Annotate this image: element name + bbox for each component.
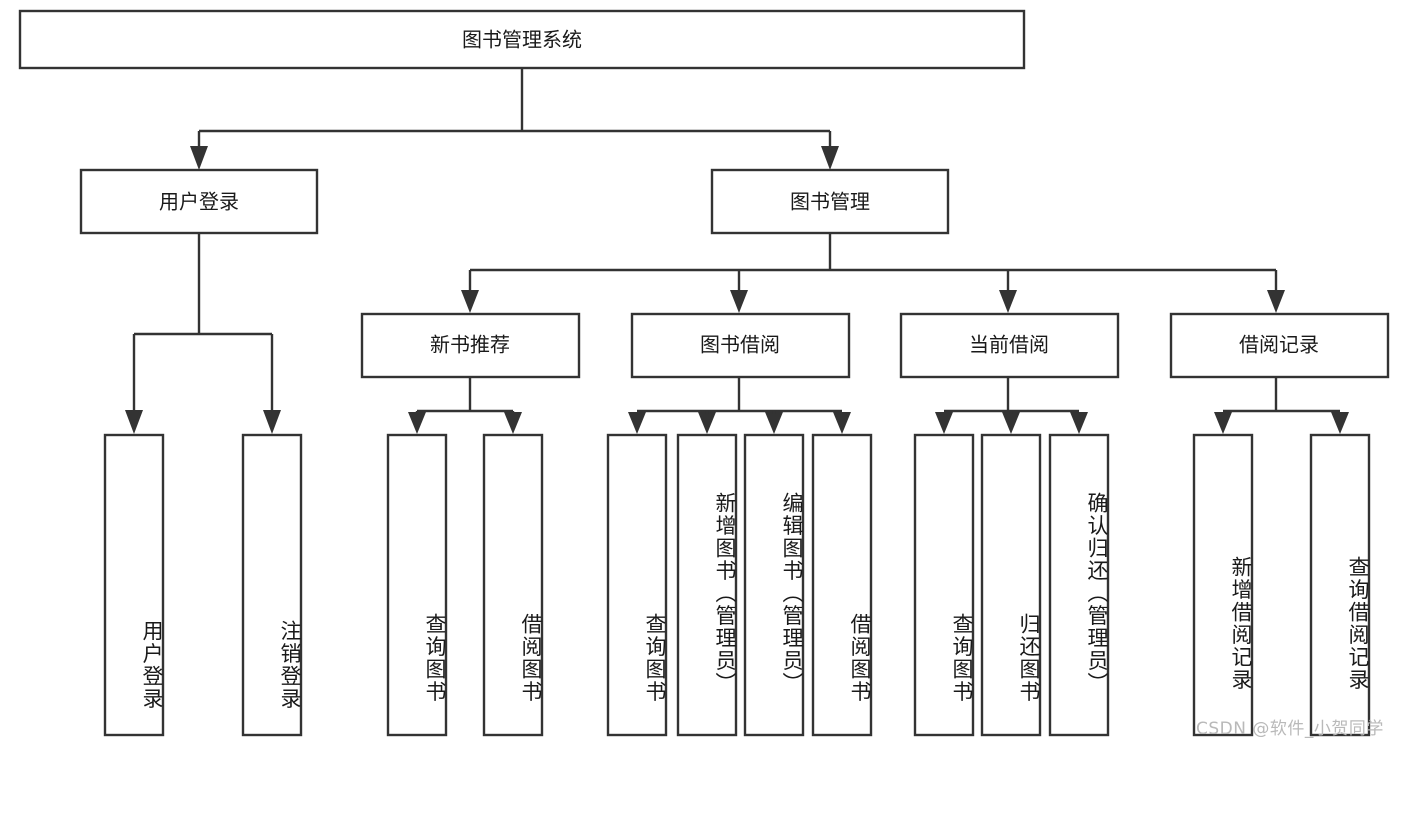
leaf-add-record-box[interactable] bbox=[1192, 433, 1254, 737]
arrow-head-borrow-record bbox=[1267, 290, 1285, 313]
arrow-head-current-borrow bbox=[999, 290, 1017, 313]
leaf-box-group bbox=[103, 433, 1371, 737]
leaf-query-record-box[interactable] bbox=[1309, 433, 1371, 737]
arrow-head-leaf-borrow-book-1 bbox=[504, 412, 522, 434]
leaf-query-book-2-box[interactable] bbox=[606, 433, 668, 737]
node-current-borrow-label: 当前借阅 bbox=[969, 333, 1049, 357]
node-user-login-label: 用户登录 bbox=[159, 190, 239, 214]
arrow-head-leaf-query-book-1 bbox=[408, 412, 426, 434]
csdn-watermark: CSDN @软件_小贺同学 bbox=[1196, 719, 1384, 739]
arrow-head-leaf-return-book bbox=[1002, 412, 1020, 434]
node-new-book-recommend-box[interactable] bbox=[360, 312, 581, 379]
arrow-head-leaf-logout bbox=[263, 410, 281, 434]
arrow-head-leaf-user-login bbox=[125, 410, 143, 434]
arrow-head-leaf-add-record bbox=[1214, 412, 1232, 434]
node-user-login[interactable]: 用户登录 bbox=[79, 168, 319, 235]
diagram-canvas: 图书管理系统 用户登录 图书管理 新书推荐 图书借阅 当前借阅 借阅记录 bbox=[18, 9, 1390, 737]
node-borrow-record-box[interactable] bbox=[1169, 312, 1390, 379]
leaf-query-book-1-box[interactable] bbox=[386, 433, 448, 737]
node-current-borrow[interactable]: 当前借阅 bbox=[899, 312, 1120, 379]
leaf-borrow-book-1-box[interactable] bbox=[482, 433, 544, 737]
node-new-book-recommend-label: 新书推荐 bbox=[430, 333, 510, 357]
leaf-confirm-return-box[interactable] bbox=[1048, 433, 1110, 737]
arrow-head-leaf-edit-book bbox=[765, 412, 783, 434]
arrow-head-leaf-confirm-return bbox=[1070, 412, 1088, 434]
node-book-manage-box[interactable] bbox=[710, 168, 950, 235]
node-root[interactable]: 图书管理系统 bbox=[18, 9, 1026, 70]
node-book-manage-label: 图书管理 bbox=[790, 190, 870, 214]
node-root-box[interactable] bbox=[18, 9, 1026, 70]
leaf-return-book-box[interactable] bbox=[980, 433, 1042, 737]
leaf-user-login-box[interactable] bbox=[103, 433, 165, 737]
node-new-book-recommend[interactable]: 新书推荐 bbox=[360, 312, 581, 379]
leaf-add-book-box[interactable] bbox=[676, 433, 738, 737]
node-book-borrow-box[interactable] bbox=[630, 312, 851, 379]
arrow-head-new-book-recommend bbox=[461, 290, 479, 313]
node-borrow-record[interactable]: 借阅记录 bbox=[1169, 312, 1390, 379]
functional-structure-diagram: 图书管理系统 用户登录 图书管理 新书推荐 图书借阅 当前借阅 借阅记录 bbox=[18, 9, 1390, 739]
node-book-manage[interactable]: 图书管理 bbox=[710, 168, 950, 235]
leaf-query-book-3-box[interactable] bbox=[913, 433, 975, 737]
arrow-head-user-login bbox=[190, 146, 208, 170]
node-current-borrow-box[interactable] bbox=[899, 312, 1120, 379]
arrow-head-book-manage bbox=[821, 146, 839, 170]
node-book-borrow-label: 图书借阅 bbox=[700, 333, 780, 357]
node-borrow-record-label: 借阅记录 bbox=[1239, 333, 1319, 357]
arrow-head-leaf-query-book-2 bbox=[628, 412, 646, 434]
node-book-borrow[interactable]: 图书借阅 bbox=[630, 312, 851, 379]
connector-group bbox=[125, 68, 1349, 434]
arrow-head-leaf-add-book bbox=[698, 412, 716, 434]
leaf-logout-box[interactable] bbox=[241, 433, 303, 737]
arrow-head-book-borrow bbox=[730, 290, 748, 313]
arrow-head-leaf-query-record bbox=[1331, 412, 1349, 434]
arrow-head-leaf-borrow-book-2 bbox=[833, 412, 851, 434]
leaf-borrow-book-2-box[interactable] bbox=[811, 433, 873, 737]
leaf-edit-book-box[interactable] bbox=[743, 433, 805, 737]
arrow-head-leaf-query-book-3 bbox=[935, 412, 953, 434]
node-root-label: 图书管理系统 bbox=[462, 28, 582, 52]
node-user-login-box[interactable] bbox=[79, 168, 319, 235]
